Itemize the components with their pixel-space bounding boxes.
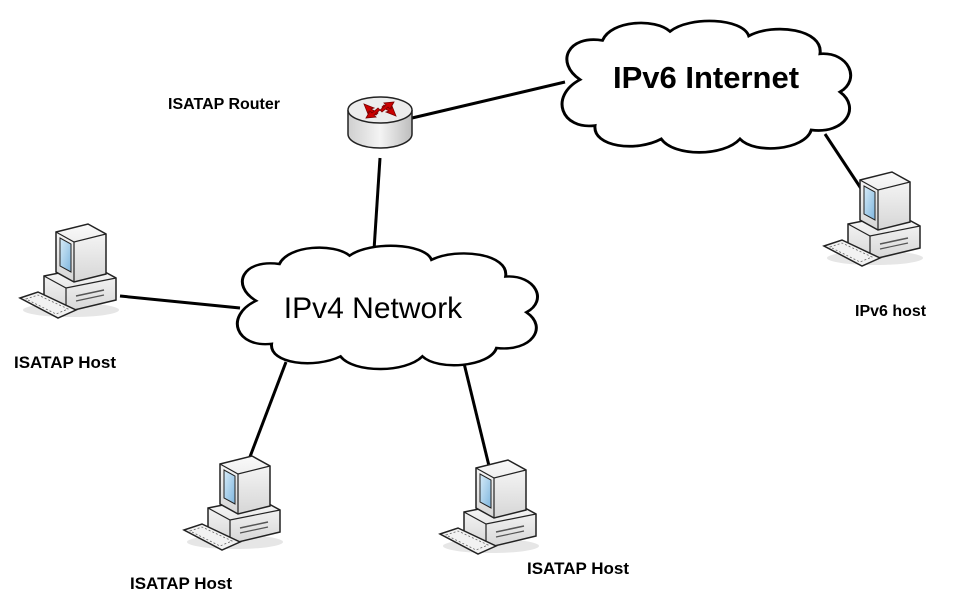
link-ipv4-bottom-right-host: [460, 354, 492, 471]
link-ipv6-host: [823, 133, 864, 191]
computer-icon: [183, 455, 284, 551]
isatap-host-left: ISATAP Host: [14, 223, 120, 372]
link-ipv4-left-host: [119, 294, 241, 310]
isatap-host-bottom-left-label: ISATAP Host: [130, 574, 232, 592]
ipv4-cloud-label: IPv4 Network: [284, 292, 463, 325]
router-icon: [347, 96, 413, 149]
computer-icon: [823, 171, 924, 267]
ipv6-host-label: IPv6 host: [855, 303, 927, 320]
isatap-host-bottom-left: ISATAP Host: [130, 455, 284, 592]
computer-icon: [439, 459, 540, 555]
link-router-ipv4: [372, 157, 382, 251]
isatap-host-bottom-right: ISATAP Host: [439, 459, 629, 578]
isatap-host-bottom-right-label: ISATAP Host: [527, 559, 629, 578]
router-label: ISATAP Router: [168, 96, 280, 113]
computer-icon: [19, 223, 120, 319]
isatap-router: ISATAP Router: [168, 96, 413, 149]
ipv6-host: IPv6 host: [823, 171, 927, 320]
ipv6-internet-cloud: IPv6 Internet: [560, 19, 853, 154]
ipv4-network-cloud: IPv4 Network: [235, 244, 539, 371]
isatap-host-left-label: ISATAP Host: [14, 353, 116, 372]
ipv6-cloud-label: IPv6 Internet: [613, 60, 799, 95]
link-ipv4-bottom-left-host: [246, 361, 288, 463]
network-links: [119, 80, 864, 471]
link-router-ipv6: [411, 80, 566, 120]
